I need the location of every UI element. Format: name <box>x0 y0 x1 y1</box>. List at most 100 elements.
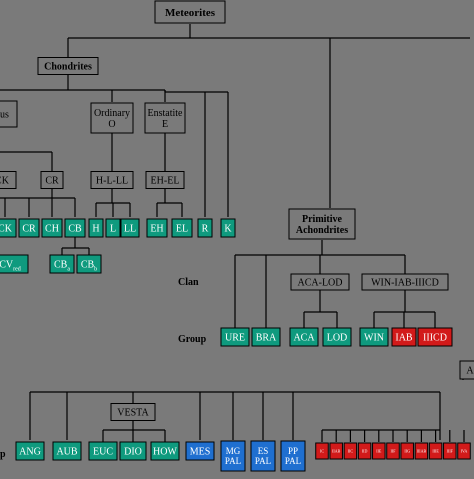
node-frame <box>250 440 276 472</box>
node-label: CB <box>68 224 82 235</box>
node-frame <box>119 441 147 461</box>
iron-group-iig: IIG <box>400 442 414 460</box>
node-label: CBa <box>54 260 70 273</box>
node-frame <box>414 442 429 460</box>
iron-group-iid: IID <box>357 442 372 460</box>
node-label: PAL <box>255 456 271 466</box>
node-label: LOD <box>327 333 348 344</box>
node-frame <box>105 218 121 238</box>
node-label: IIG <box>404 448 410 453</box>
node-frame <box>290 273 350 291</box>
iron-group-iiab: IIAB <box>329 442 343 460</box>
node-label: IID <box>362 448 368 453</box>
node-label: ES <box>258 446 269 456</box>
node-frame <box>220 327 250 347</box>
node-label: Enstatite <box>148 108 184 119</box>
node-label: IC <box>320 448 324 453</box>
prim-group-iiicd: IIICD <box>417 327 453 347</box>
node-label: H <box>92 224 99 235</box>
node-frame <box>120 218 140 238</box>
cba-subgroup-box: CBa <box>49 254 75 274</box>
node-label: L <box>110 224 116 235</box>
node-label: HOW <box>153 447 177 458</box>
chondrite-group-ck: CK <box>0 218 17 238</box>
eh-el-clan-box: EH-EL <box>145 171 185 189</box>
iron-group-ic: IC <box>315 442 329 460</box>
node-frame <box>52 441 82 461</box>
node-frame <box>145 171 185 189</box>
node-label: IIICD <box>423 333 447 344</box>
node-frame <box>220 440 246 472</box>
node-frame <box>280 440 306 472</box>
node-frame <box>185 441 215 461</box>
node-label: A <box>466 366 474 377</box>
node-label: O <box>108 119 115 130</box>
node-label: CH <box>45 224 59 235</box>
node-frame <box>443 442 457 460</box>
node-label: Ordinary <box>94 108 130 119</box>
node-frame <box>322 327 352 347</box>
node-label: CVred <box>0 260 21 273</box>
achondrite-group-euc: EUC <box>88 441 118 461</box>
node-frame <box>110 403 156 421</box>
node-frame <box>220 218 236 238</box>
node-frame <box>0 171 17 189</box>
node-label: R <box>202 224 209 235</box>
achondrite-group-aub: AUB <box>52 441 82 461</box>
node-label: IIAB <box>332 448 341 453</box>
node-label: IIIE <box>432 448 439 453</box>
node-label: ACA <box>293 333 315 344</box>
node-frame <box>18 218 40 238</box>
prim-group-lod: LOD <box>322 327 352 347</box>
chondrites-box: Chondrites <box>37 57 99 75</box>
node-label: H-L-LL <box>96 176 128 187</box>
node-label: IIE <box>376 448 382 453</box>
node-label: PAL <box>285 456 301 466</box>
node-frame <box>64 218 86 238</box>
chondrite-group-ch: CH <box>41 218 63 238</box>
node-frame <box>457 442 471 460</box>
node-label: MES <box>190 447 211 458</box>
node-label: CK <box>0 224 13 235</box>
ck-clan-box-partial: CK <box>0 171 17 189</box>
node-frame <box>37 57 99 75</box>
node-label: PAL <box>225 456 241 466</box>
node-frame <box>144 102 186 134</box>
node-frame <box>459 360 474 380</box>
node-frame <box>0 218 17 238</box>
node-frame <box>171 218 193 238</box>
node-label: IIF <box>391 448 397 453</box>
prim-group-bra: BRA <box>251 327 281 347</box>
node-label: CR <box>22 224 36 235</box>
cbb-subgroup-box: CBb <box>76 254 102 274</box>
node-label: WIN <box>364 333 384 344</box>
node-label: EUC <box>93 447 113 458</box>
node-label: VESTA <box>117 408 149 419</box>
achondrite-group-dio: DIO <box>119 441 147 461</box>
node-frame <box>88 218 104 238</box>
node-label: Chondrites <box>44 62 92 73</box>
achondrites-class-box-partial: A <box>459 360 474 380</box>
node-frame <box>372 442 386 460</box>
prim-group-ure: URE <box>220 327 250 347</box>
cr-clan-box: CR <box>40 171 64 189</box>
chondrite-group-k: K <box>220 218 236 238</box>
chondrite-group-ll: LL <box>120 218 140 238</box>
node-label: WIN-IAB-IIICD <box>371 278 439 289</box>
node-label: Achondrites <box>296 225 348 236</box>
node-frame <box>357 442 372 460</box>
prim-group-aca: ACA <box>289 327 319 347</box>
node-label: PP <box>288 446 298 456</box>
chondrite-group-el: EL <box>171 218 193 238</box>
node-label: E <box>162 119 168 130</box>
node-label: EH <box>150 224 163 235</box>
node-frame <box>391 327 417 347</box>
chondrite-group-cr: CR <box>18 218 40 238</box>
node-frame <box>0 254 29 274</box>
node-frame <box>315 442 329 460</box>
